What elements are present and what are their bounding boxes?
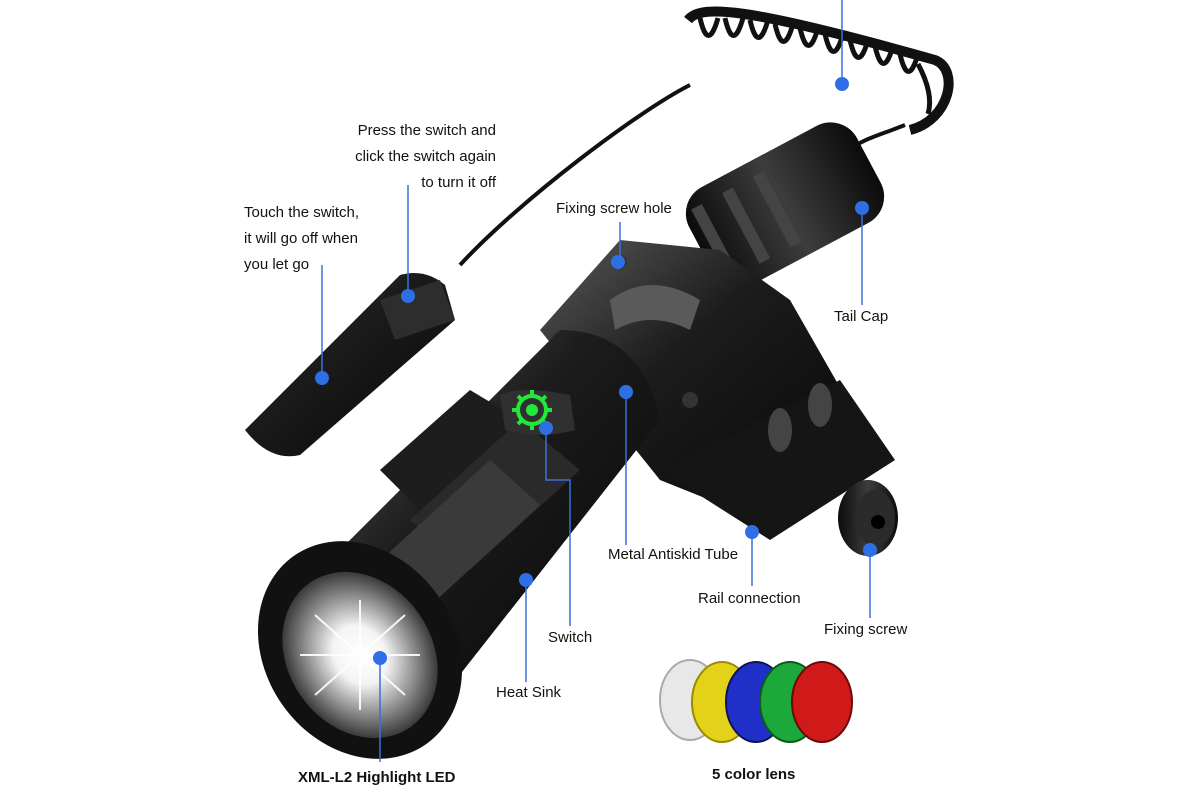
callout-dots <box>315 77 877 665</box>
label-touch-switch: Touch the switch, it will go off when yo… <box>244 204 360 273</box>
color-lens-set <box>659 659 853 743</box>
label-led: XML-L2 Highlight LED <box>298 769 456 786</box>
callout-lines <box>321 0 871 762</box>
label-heat-sink: Heat Sink <box>496 684 562 701</box>
fixing-screw-knob <box>838 480 898 556</box>
mount <box>540 240 895 540</box>
switch-cable <box>458 83 691 267</box>
label-switch: Switch <box>548 629 593 646</box>
tail-cap <box>685 122 885 288</box>
label-color-lens: 5 color lens <box>712 766 796 783</box>
green-gear-icon <box>512 390 552 430</box>
label-rail-connection: Rail connection <box>698 590 801 607</box>
label-tail-cap: Tail Cap <box>834 308 889 325</box>
lens-red <box>791 661 853 743</box>
label-fixing-screw: Fixing screw <box>824 621 908 638</box>
label-fixing-screw-hole: Fixing screw hole <box>556 200 672 217</box>
label-press-switch: Press the switch and click the switch ag… <box>355 122 496 191</box>
label-metal-antiskid-tube: Metal Antiskid Tube <box>608 546 739 563</box>
coiled-cable <box>684 6 954 152</box>
flashlight-head <box>257 541 463 759</box>
